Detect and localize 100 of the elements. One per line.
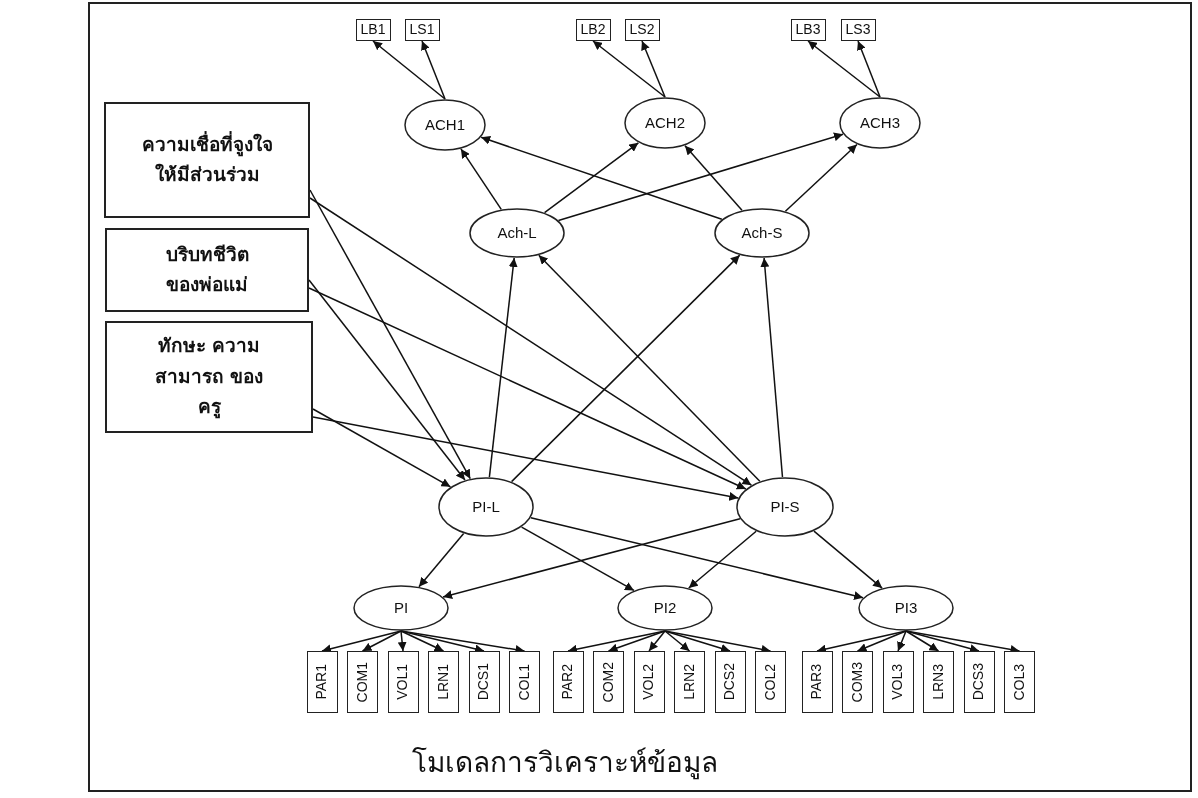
variable-label: PI-S bbox=[770, 498, 800, 516]
latent-variable-ellipse bbox=[714, 208, 810, 258]
latent-variable-ellipse bbox=[858, 585, 954, 631]
indicator-box bbox=[674, 651, 705, 713]
arrow bbox=[400, 630, 445, 652]
arrow bbox=[520, 526, 635, 592]
variable-label: LB1 bbox=[360, 22, 386, 38]
indicator-box bbox=[468, 651, 500, 713]
indicator-box bbox=[404, 19, 440, 41]
variable-label: LRN3 bbox=[930, 664, 947, 700]
arrow bbox=[488, 257, 518, 478]
variable-label: PI2 bbox=[653, 599, 677, 617]
variable-label: DCS2 bbox=[722, 663, 738, 701]
latent-variable-ellipse bbox=[617, 585, 713, 631]
indicator-box bbox=[1004, 651, 1035, 713]
indicator-box bbox=[355, 19, 391, 41]
arrow bbox=[641, 40, 666, 98]
indicator-box bbox=[428, 651, 459, 713]
variable-label: บริบทชีวิต ของพ่อแม่ bbox=[164, 242, 250, 297]
factor-box bbox=[104, 102, 310, 218]
arrow bbox=[397, 630, 407, 652]
arrow bbox=[538, 254, 761, 482]
arrow bbox=[309, 189, 471, 480]
indicator-box bbox=[624, 19, 660, 41]
arrow bbox=[557, 132, 844, 222]
variable-label: PAR3 bbox=[809, 664, 825, 700]
indicator-box bbox=[575, 19, 611, 41]
variable-label: PAR2 bbox=[560, 664, 576, 700]
arrow bbox=[905, 630, 940, 652]
arrow bbox=[688, 530, 757, 589]
arrow bbox=[607, 630, 666, 653]
indicator-box bbox=[801, 651, 833, 713]
arrow bbox=[664, 630, 731, 653]
variable-label: LS3 bbox=[845, 22, 871, 38]
arrow bbox=[372, 40, 446, 100]
arrow bbox=[312, 416, 739, 501]
variable-label: COL3 bbox=[1011, 663, 1028, 701]
arrow bbox=[460, 148, 502, 211]
arrow bbox=[592, 40, 666, 98]
variable-label: COM3 bbox=[849, 661, 866, 703]
arrow bbox=[480, 135, 723, 221]
arrow bbox=[813, 530, 883, 589]
arrow bbox=[418, 532, 465, 588]
variable-label: DCS3 bbox=[971, 663, 987, 701]
variable-label: PI-L bbox=[472, 498, 500, 516]
variable-label: PI bbox=[393, 599, 409, 617]
arrow bbox=[856, 630, 907, 652]
arrow bbox=[807, 40, 881, 98]
latent-variable-ellipse bbox=[839, 97, 921, 149]
arrow bbox=[543, 142, 640, 214]
variable-label: LS2 bbox=[629, 22, 655, 38]
indicator-box bbox=[552, 651, 584, 713]
arrow bbox=[308, 279, 466, 481]
variable-label: Ach-L bbox=[497, 224, 537, 242]
indicator-box bbox=[347, 651, 378, 713]
arrow bbox=[308, 287, 747, 490]
arrow bbox=[784, 143, 858, 212]
variable-label: PAR1 bbox=[314, 664, 330, 700]
variable-label: LB2 bbox=[580, 22, 606, 38]
indicator-box bbox=[923, 651, 954, 713]
arrow bbox=[312, 408, 452, 488]
factor-box bbox=[105, 228, 309, 312]
latent-variable-ellipse bbox=[353, 585, 449, 631]
arrow bbox=[897, 630, 907, 652]
variable-label: LRN1 bbox=[435, 664, 452, 700]
latent-variable-ellipse bbox=[469, 208, 565, 258]
indicator-box bbox=[842, 651, 873, 713]
arrow bbox=[442, 518, 741, 599]
indicator-box bbox=[790, 19, 826, 41]
variable-label: VOL3 bbox=[890, 664, 906, 700]
variable-label: VOL1 bbox=[395, 664, 411, 700]
indicator-box bbox=[593, 651, 624, 713]
indicator-box bbox=[714, 651, 746, 713]
variable-label: ACH2 bbox=[645, 114, 685, 132]
variable-label: COM2 bbox=[600, 661, 617, 703]
variable-label: ความเชื่อที่จูงใจ ให้มีส่วนร่วม bbox=[140, 130, 274, 187]
variable-label: Ach-S bbox=[741, 224, 783, 242]
variable-label: DCS1 bbox=[476, 663, 492, 701]
latent-variable-ellipse bbox=[736, 477, 834, 537]
arrow bbox=[664, 630, 691, 652]
factor-box bbox=[105, 321, 313, 433]
variable-label: COL1 bbox=[516, 663, 533, 701]
arrow bbox=[510, 254, 741, 483]
arrow bbox=[361, 630, 402, 652]
latent-variable-ellipse bbox=[438, 477, 534, 537]
latent-variable-ellipse bbox=[404, 99, 486, 151]
indicator-box bbox=[509, 651, 540, 713]
arrow bbox=[309, 197, 753, 486]
variable-label: COL2 bbox=[762, 663, 779, 701]
variable-label: VOL2 bbox=[641, 664, 657, 700]
variable-label: PI3 bbox=[894, 599, 918, 617]
variable-label: ACH1 bbox=[425, 116, 465, 134]
indicator-box bbox=[840, 19, 876, 41]
indicator-box bbox=[633, 651, 665, 713]
caption: โมเดลการวิเคราะห์ข้อมูล bbox=[411, 746, 719, 782]
variable-label: ACH3 bbox=[860, 114, 900, 132]
variable-label: LB3 bbox=[795, 22, 821, 38]
arrow bbox=[857, 40, 881, 98]
indicator-box bbox=[306, 651, 338, 713]
variable-label: COM1 bbox=[354, 661, 371, 703]
